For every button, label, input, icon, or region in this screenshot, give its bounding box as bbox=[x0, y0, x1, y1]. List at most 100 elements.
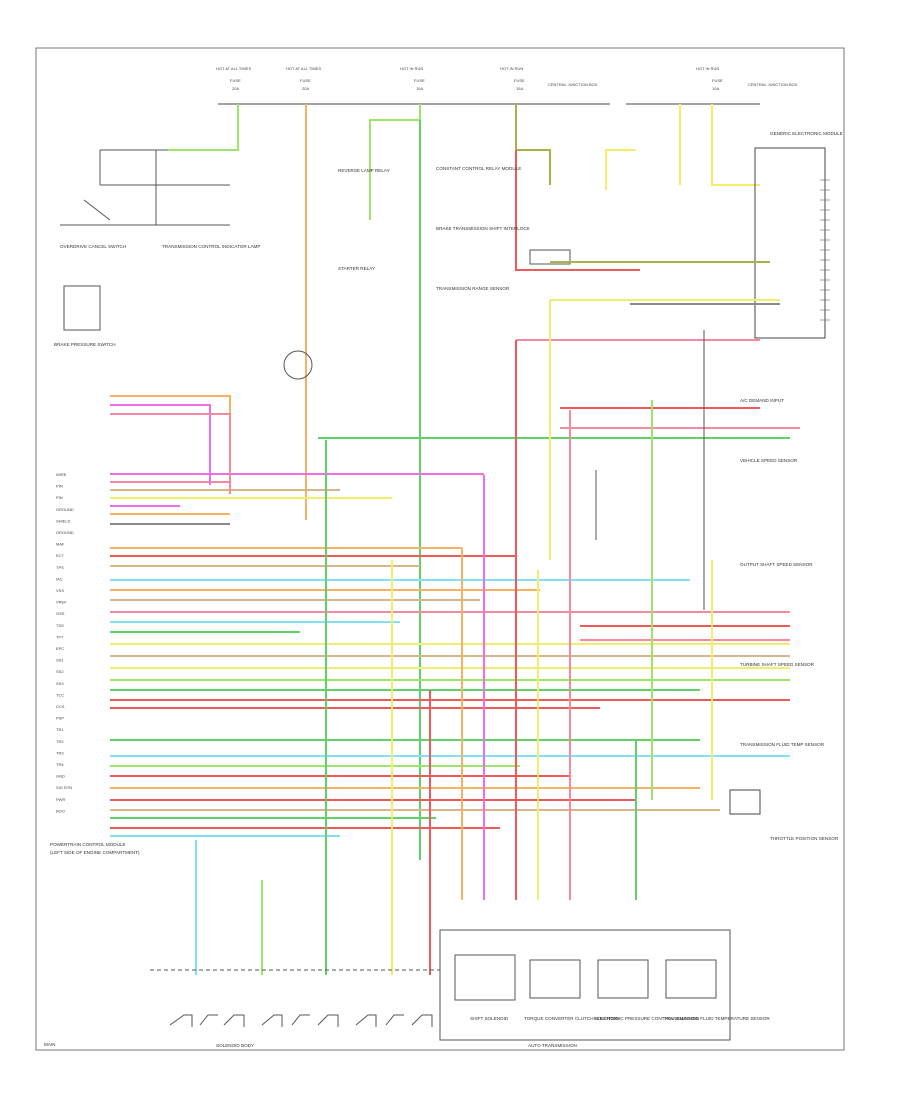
pcm-pin-labels: WIREPINPINGROUNDSHIELDGROUNDMAFECTTPSIAC… bbox=[56, 472, 74, 813]
pcm-pin-label: PSP bbox=[56, 716, 64, 721]
solenoid-box-1 bbox=[454, 954, 516, 1001]
fuse-5-top: HOT IN RUN bbox=[696, 66, 719, 71]
corner-label: MAIN bbox=[44, 1042, 55, 1047]
fuse-drop-wires bbox=[168, 104, 760, 860]
bottom-mid1-label: SHIFT SOLENOID bbox=[470, 1016, 509, 1021]
wire-fuse4 bbox=[515, 104, 551, 185]
overdrive-switch-label: OVERDRIVE CANCEL SWITCH bbox=[60, 244, 126, 249]
pcm-label-2: (LEFT SIDE OF ENGINE COMPARTMENT) bbox=[50, 850, 140, 855]
pcm-pin-label: PIN bbox=[56, 495, 63, 500]
pcm-pin-label: SS3 bbox=[56, 681, 64, 686]
wire-fuse1 bbox=[168, 104, 239, 151]
fuse-2-bot: 20A bbox=[302, 86, 309, 91]
fuse-1-mid: FUSE bbox=[230, 78, 241, 83]
pcm-label: POWERTRAIN CONTROL MODULE bbox=[50, 842, 126, 847]
fuse-box-2: HOT AT ALL TIMES FUSE 20A bbox=[286, 66, 321, 91]
pcm-pin-label: PIN bbox=[56, 484, 63, 489]
pcm-pin-label: VSS bbox=[56, 588, 64, 593]
fuse-3-top: HOT IN RUN bbox=[400, 66, 423, 71]
pcm-pin-label: SS2 bbox=[56, 669, 64, 674]
pcm-pin-label: VREF bbox=[56, 600, 67, 605]
bottom-section2-label: AUTO TRANSMISSION bbox=[528, 1043, 577, 1048]
overdrive-relay-box bbox=[63, 285, 101, 331]
gem-module-box bbox=[754, 147, 826, 339]
fuse-3-bot: 15A bbox=[416, 86, 423, 91]
pcm-pin-label: SIG RTN bbox=[56, 785, 72, 790]
fuse-4-top: HOT IN RUN bbox=[500, 66, 523, 71]
pcm-pin-label: ECT bbox=[56, 553, 65, 558]
overdrive-switch bbox=[60, 149, 230, 226]
pcm-pin-label: TR3 bbox=[56, 750, 64, 755]
solenoid-box-4 bbox=[665, 959, 717, 999]
solenoid-box-3 bbox=[597, 959, 649, 999]
module-3-label: CONSTANT CONTROL RELAY MODULE bbox=[436, 166, 521, 171]
pcm-pin-label: CCS bbox=[56, 704, 65, 709]
gem-connector-hatch bbox=[820, 179, 830, 321]
lamp-symbol bbox=[283, 350, 313, 380]
pcm-pin-label: GND bbox=[56, 774, 65, 779]
sensor-5-label: TRANSMISSION FLUID TEMP SENSOR bbox=[740, 742, 825, 747]
feed-wire bbox=[110, 395, 231, 476]
module-2-label: STARTER RELAY bbox=[338, 266, 375, 271]
pcm-pin-label: WIRE bbox=[56, 472, 67, 477]
sensor-1-label: A/C DEMAND INPUT bbox=[740, 398, 784, 403]
transmission-box bbox=[439, 929, 731, 1041]
fuse-5-note: CENTRAL JUNCTION BOX bbox=[748, 82, 798, 87]
wire-fuse3a bbox=[369, 104, 421, 220]
sensor-3-label: OUTPUT SHAFT SPEED SENSOR bbox=[740, 562, 813, 567]
shift-solenoids bbox=[169, 1014, 433, 1027]
vertical-wires bbox=[195, 300, 713, 975]
feed-wire bbox=[110, 413, 231, 494]
fuse-1-top: HOT AT ALL TIMES bbox=[216, 66, 251, 71]
pcm-pin-label: BOO bbox=[56, 808, 65, 813]
pcm-pin-label: MAF bbox=[56, 542, 65, 547]
signal-wires bbox=[110, 261, 800, 837]
tps-box bbox=[729, 789, 761, 815]
fuse-4-mid: FUSE bbox=[514, 78, 525, 83]
pcm-pin-label: SS1 bbox=[56, 658, 64, 663]
pcm-pin-label: TR2 bbox=[56, 739, 64, 744]
bottom-mid4-label: TRANSMISSION FLUID TEMPERATURE SENSOR bbox=[664, 1016, 770, 1021]
wire-fuse6 bbox=[605, 149, 636, 190]
fuse-5-bot: 10A bbox=[712, 86, 719, 91]
gem-label: GENERIC ELECTRONIC MODULE bbox=[770, 131, 843, 136]
bottom-mid2-label: TORQUE CONVERTER CLUTCH SOLENOID bbox=[524, 1016, 619, 1021]
pcm-pin-label: OSS bbox=[56, 611, 65, 616]
sensor-6-label: THROTTLE POSITION SENSOR bbox=[770, 836, 839, 841]
pcm-pin-label: TR4 bbox=[56, 762, 64, 767]
fuse-5-mid: FUSE bbox=[712, 78, 723, 83]
fuse-3-mid: FUSE bbox=[414, 78, 425, 83]
pcm-pin-label: IAC bbox=[56, 576, 63, 581]
indicator-lamp-label: TRANSMISSION CONTROL INDICATOR LAMP bbox=[162, 244, 260, 249]
relay-box-center bbox=[529, 249, 571, 265]
sensor-4-label: TURBINE SHAFT SPEED SENSOR bbox=[740, 662, 815, 667]
module-4-label: BRAKE TRANSMISSION SHIFT INTERLOCK bbox=[436, 226, 531, 231]
pcm-pin-label: SHIELD bbox=[56, 518, 71, 523]
fuse-box-5: HOT IN RUN FUSE 10A CENTRAL JUNCTION BOX bbox=[696, 66, 798, 91]
wire-fuse4b bbox=[515, 150, 640, 271]
brake-switch-label: BRAKE PRESSURE SWITCH bbox=[54, 342, 116, 347]
fuse-2-top: HOT AT ALL TIMES bbox=[286, 66, 321, 71]
module-1-label: REVERSE LAMP RELAY bbox=[338, 168, 390, 173]
solenoid-box-2 bbox=[529, 959, 581, 999]
pcm-pin-label: GROUND bbox=[56, 530, 74, 535]
fuse-box-1: HOT AT ALL TIMES FUSE 20A bbox=[216, 66, 251, 91]
fuse-box-4: HOT IN RUN FUSE 15A CENTRAL JUNCTION BOX bbox=[500, 66, 598, 91]
module-5-label: TRANSMISSION RANGE SENSOR bbox=[436, 286, 510, 291]
pcm-pin-label: TCC bbox=[56, 692, 64, 697]
feed-wire bbox=[110, 404, 211, 485]
wire-fuse5 bbox=[711, 104, 760, 186]
pcm-pin-label: TSS bbox=[56, 623, 64, 628]
bottom-section1-label: SOLENOID BODY bbox=[216, 1043, 254, 1048]
fuse-2-mid: FUSE bbox=[300, 78, 311, 83]
pcm-pin-label: TR1 bbox=[56, 727, 64, 732]
pcm-pin-label: GROUND bbox=[56, 507, 74, 512]
fuse-4-note: CENTRAL JUNCTION BOX bbox=[548, 82, 598, 87]
fuse-1-bot: 20A bbox=[232, 86, 239, 91]
pcm-pin-label: TFT bbox=[56, 634, 64, 639]
pcm-pin-label: EPC bbox=[56, 646, 64, 651]
diagram-frame bbox=[35, 47, 845, 1051]
pcm-pin-label: PWR bbox=[56, 797, 65, 802]
